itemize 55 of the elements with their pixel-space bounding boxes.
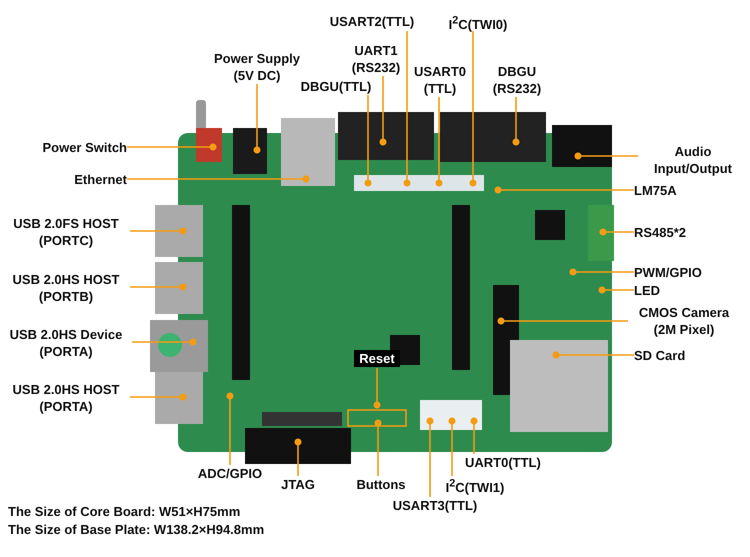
leader-line xyxy=(512,97,520,146)
callout-label: USB 2.0HS Device (PORTA) xyxy=(0,326,132,360)
callout-label: I$^{2}$C(TWI0) xyxy=(440,13,516,34)
leader-line xyxy=(374,368,380,408)
leader-line xyxy=(436,97,442,186)
size-note: The Size of Core Board: W51×H75mm xyxy=(8,503,242,521)
callout-label: SD Card xyxy=(634,347,704,364)
callout-label: UART0(TTL) xyxy=(465,454,565,471)
leader-line xyxy=(130,228,186,234)
callout-label: Ethernet xyxy=(50,171,127,188)
callout-label: RS485*2 xyxy=(634,224,704,241)
callout-label: USART3(TTL) xyxy=(385,497,485,514)
leader-line xyxy=(254,84,260,154)
callout-label: USART0 (TTL) xyxy=(411,63,469,97)
callout-label: PWM/GPIO xyxy=(634,264,724,281)
leader-line xyxy=(364,95,372,186)
callout-label: USB 2.0HS HOST (PORTB) xyxy=(2,271,130,305)
callout-label: LM75A xyxy=(634,182,694,199)
leader-line xyxy=(598,286,634,294)
callout-label: ADC/GPIO xyxy=(185,465,275,482)
size-note: The Size of Base Plate: W138.2×H94.8mm xyxy=(8,521,264,539)
callout-label: Buttons xyxy=(348,476,414,493)
leader-line xyxy=(448,418,456,476)
leader-line xyxy=(494,186,634,194)
reset-label: Reset xyxy=(354,350,400,367)
leader-line xyxy=(132,338,196,346)
callout-label: I$^{2}$C(TWI1) xyxy=(437,476,513,496)
leader-line xyxy=(552,352,634,358)
callout-label: USB 2.0HS HOST (PORTA) xyxy=(2,381,130,415)
leader-line xyxy=(404,31,410,186)
leader-line xyxy=(226,392,234,465)
leader-line xyxy=(380,76,386,146)
leader-line xyxy=(374,420,382,476)
callout-label: UART1 (RS232) xyxy=(348,42,404,76)
leader-line xyxy=(426,418,434,497)
leader-line xyxy=(127,144,216,150)
leader-line xyxy=(470,31,476,186)
leader-line xyxy=(570,268,634,276)
callout-label: USB 2.0FS HOST (PORTC) xyxy=(2,215,130,249)
leader-line xyxy=(498,318,628,324)
leader-line xyxy=(130,394,186,400)
callout-label: DBGU (RS232) xyxy=(480,63,554,97)
callout-label: Power Switch xyxy=(14,139,127,156)
callout-label: USART2(TTL) xyxy=(311,13,433,30)
callout-label: LED xyxy=(634,282,684,299)
callout-label: DBGU(TTL) xyxy=(294,78,378,95)
leader-line xyxy=(294,438,302,476)
leader-line xyxy=(574,152,638,160)
leader-line xyxy=(130,284,186,290)
callout-label: JTAG xyxy=(278,476,318,493)
leader-line xyxy=(470,418,478,454)
callout-label: CMOS Camera (2M Pixel) xyxy=(628,304,740,338)
leader-line xyxy=(600,228,634,236)
leader-line xyxy=(127,176,310,182)
callout-label: Audio Input/Output xyxy=(638,143,748,177)
